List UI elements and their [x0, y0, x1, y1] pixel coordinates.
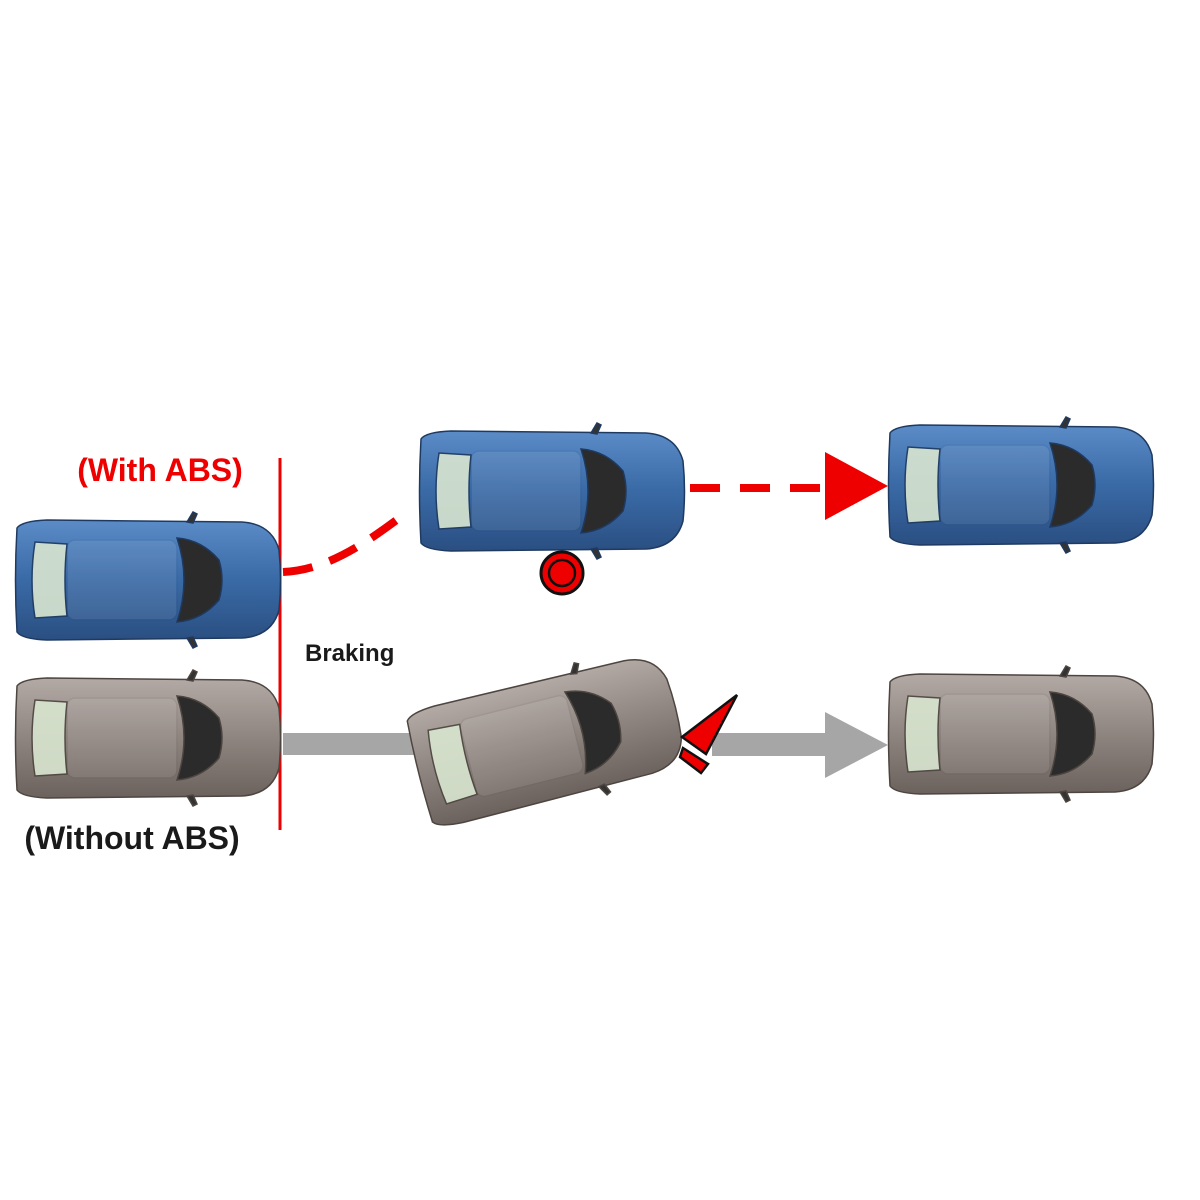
no-abs-arrowhead — [825, 712, 888, 778]
obstacle-icon — [539, 550, 585, 596]
cone-icon — [678, 694, 739, 775]
car-abs-start — [16, 512, 281, 648]
no-abs-trajectory-1 — [283, 733, 418, 755]
with-abs-label: (With ABS) — [77, 452, 243, 488]
abs-arrowhead — [825, 452, 888, 520]
braking-label: Braking — [305, 640, 395, 667]
car-no-abs-skidding — [402, 642, 692, 838]
without-abs-label: (Without ABS) — [24, 820, 240, 856]
car-abs-avoiding — [420, 423, 685, 559]
car-no-abs-end — [889, 666, 1154, 802]
car-abs-end — [889, 417, 1154, 553]
car-no-abs-start — [16, 670, 281, 806]
abs-trajectory-curve — [282, 506, 413, 576]
no-abs-trajectory-2 — [712, 733, 828, 756]
